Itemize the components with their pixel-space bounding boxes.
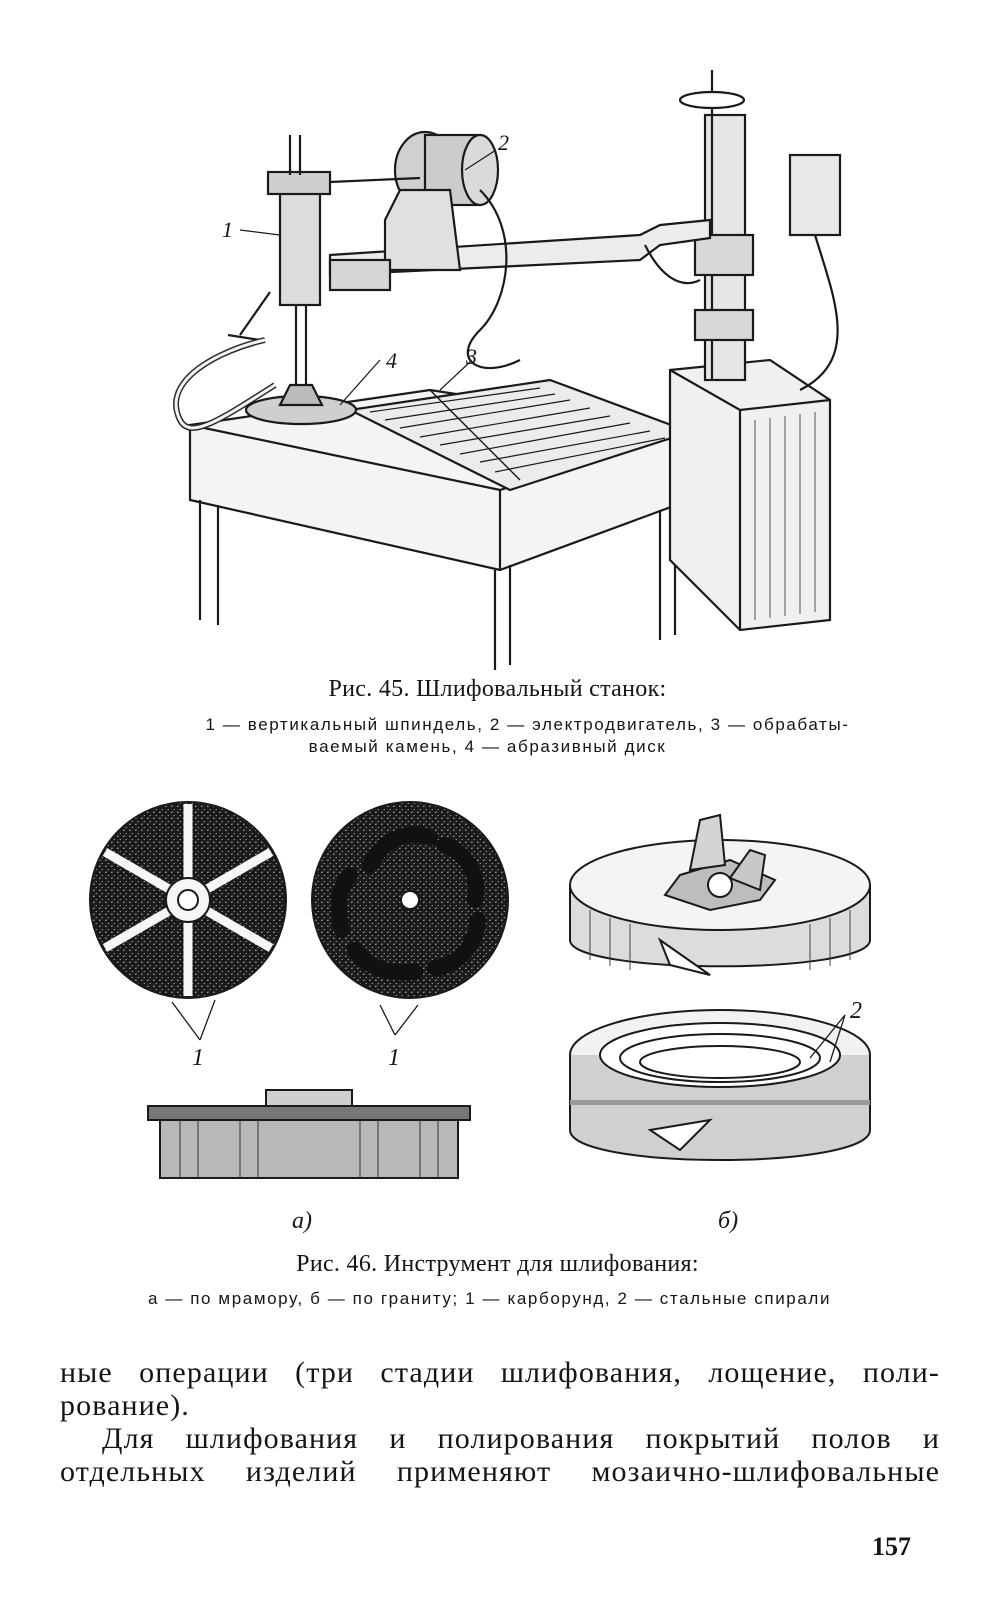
figure-46-panel-label-b: б) — [718, 1208, 739, 1234]
body-paragraph-1-line-2: рование). — [60, 1389, 190, 1422]
figure-46-callout-1-left: 1 — [192, 1045, 204, 1071]
figure-46a-illustration — [80, 790, 560, 1200]
body-paragraph-2-line-2: отдельных изделий применяют мозаично-шли… — [60, 1455, 940, 1488]
figure-45-illustration — [100, 60, 860, 670]
figure-45-callout-2: 2 — [498, 130, 509, 155]
figure-46-callout-1-right: 1 — [388, 1045, 400, 1071]
body-paragraph-1-line-1: ные операции (три стадии шлифования, лощ… — [60, 1356, 940, 1389]
figure-45-callout-3: 3 — [466, 344, 477, 369]
figure-46-panel-label-a: а) — [292, 1208, 312, 1234]
figure-45-callout-1: 1 — [222, 217, 233, 242]
figure-45-caption-legend-line2: ваемый камень, 4 — абразивный диск — [308, 737, 667, 756]
body-paragraph-2-line-1: Для шлифования и полирования покрытий по… — [102, 1422, 940, 1455]
figure-45-caption-legend-line1: 1 — вертикальный шпиндель, 2 — электродв… — [205, 715, 850, 734]
figure-46-caption-legend: а — по мрамору, б — по граниту; 1 — карб… — [147, 1289, 832, 1308]
figure-46-callout-2: 2 — [850, 998, 862, 1024]
body-text: ные операции (три стадии шлифования, лощ… — [60, 1356, 940, 1488]
page-number: 157 — [872, 1532, 911, 1561]
figure-46b-illustration — [560, 800, 880, 1190]
figure-46-caption-title: Рис. 46. Инструмент для шлифования: — [296, 1251, 699, 1277]
figure-45-caption-title: Рис. 45. Шлифовальный станок: — [328, 676, 667, 702]
figure-45-callout-4: 4 — [386, 348, 397, 373]
